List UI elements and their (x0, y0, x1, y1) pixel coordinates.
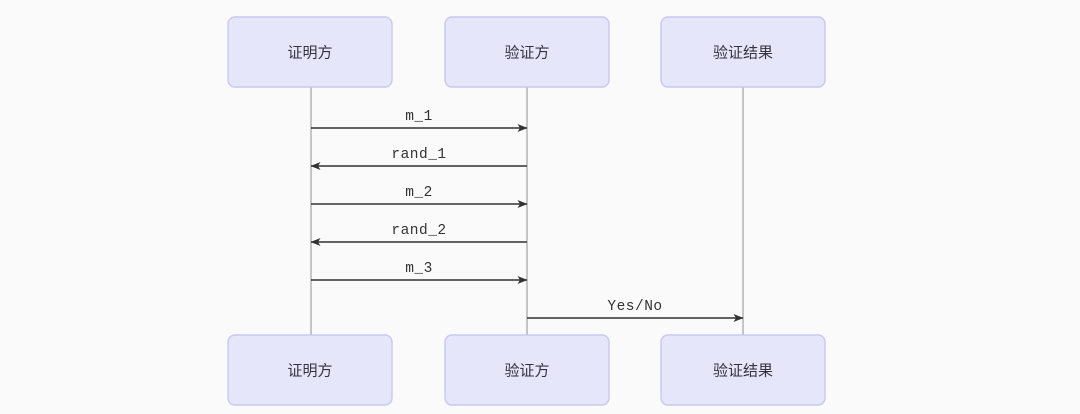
message-3: m_2 (311, 185, 528, 208)
actor-box-result-bottom[interactable]: 验证结果 (660, 334, 826, 406)
actor-label-prover: 证明方 (287, 45, 332, 62)
actor-box-rect[interactable] (444, 16, 610, 88)
actor-box-prover-top[interactable]: 证明方 (227, 16, 393, 88)
message-2: rand_1 (310, 147, 527, 170)
actor-label-result: 验证结果 (713, 363, 773, 380)
actor-box-prover-bottom[interactable]: 证明方 (227, 334, 393, 406)
actor-box-rect[interactable] (227, 16, 393, 88)
message-label: rand_2 (391, 223, 446, 239)
actor-box-rect[interactable] (227, 334, 393, 406)
message-4: rand_2 (310, 223, 527, 246)
actor-box-rect[interactable] (444, 334, 610, 406)
actor-box-verifier-top[interactable]: 验证方 (444, 16, 610, 88)
actor-boxes-bottom: 证明方 验证方 验证结果 (227, 334, 826, 406)
message-1: m_1 (311, 109, 528, 132)
actor-box-rect[interactable] (660, 334, 826, 406)
message-label: rand_1 (391, 147, 446, 163)
actor-label-verifier: 验证方 (504, 45, 549, 62)
actor-label-prover: 证明方 (287, 363, 332, 380)
message-label: m_1 (405, 109, 433, 125)
message-5: m_3 (311, 261, 528, 284)
lifelines-group (310, 87, 744, 335)
actor-label-result: 验证结果 (713, 45, 773, 62)
message-label: Yes/No (607, 299, 662, 315)
message-label: m_3 (405, 261, 433, 277)
actor-label-verifier: 验证方 (504, 363, 549, 380)
actor-box-verifier-bottom[interactable]: 验证方 (444, 334, 610, 406)
message-label: m_2 (405, 185, 433, 201)
actor-box-rect[interactable] (660, 16, 826, 88)
actor-box-result-top[interactable]: 验证结果 (660, 16, 826, 88)
actor-boxes-top: 证明方 验证方 验证结果 (227, 16, 826, 88)
message-6: Yes/No (527, 299, 744, 322)
